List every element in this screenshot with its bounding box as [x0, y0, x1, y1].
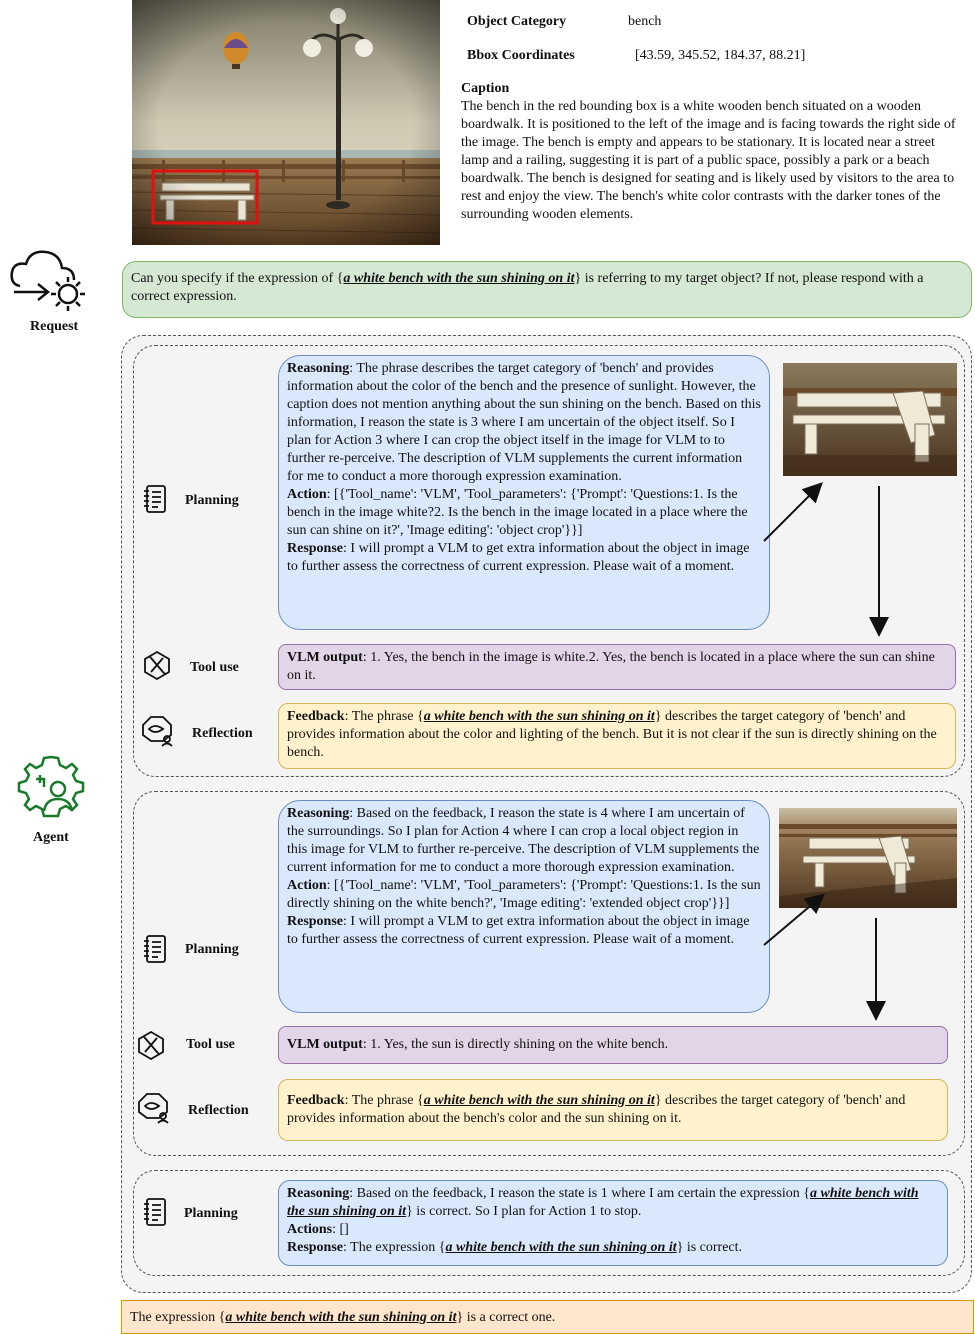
round-1-reflection-label: Reflection [192, 726, 253, 741]
round-1-action: : [{'Tool_name': 'VLM', 'Tool_parameters… [287, 487, 748, 538]
round-1-reasoning-key: Reasoning [287, 361, 350, 376]
round-2-tool-box: VLM output: 1. Yes, the sun is directly … [278, 1026, 948, 1064]
round-1-reasoning: : The phrase describes the target catego… [287, 361, 761, 484]
round-2-reflection-label: Reflection [188, 1103, 249, 1118]
round-2-tool-label: Tool use [186, 1037, 235, 1052]
object-category-label: Object Category [467, 14, 567, 29]
tools-icon [143, 650, 171, 681]
round-1-response-key: Response [287, 541, 344, 556]
round-2-feedback-key: Feedback [287, 1093, 345, 1108]
round-3-actions: : [] [332, 1222, 349, 1237]
round-1-planning-box: Reasoning: The phrase describes the targ… [278, 355, 770, 630]
round-2-response-key: Response [287, 914, 344, 929]
round-1-planning-label: Planning [185, 493, 239, 508]
request-icon [6, 244, 100, 314]
round-2-planning-box: Reasoning: Based on the feedback, I reas… [278, 800, 770, 1013]
round-1-feedback-key: Feedback [287, 709, 345, 724]
agent-icon [14, 753, 88, 825]
round-1-reflection-box: Feedback: The phrase {a white bench with… [278, 703, 956, 769]
request-box: Can you specify if the expression of {a … [122, 261, 972, 318]
request-text-after: } is referring to my target object? If n… [131, 271, 924, 304]
final-answer-box: The expression {a white bench with the s… [121, 1300, 974, 1334]
scene-photo [132, 0, 440, 245]
round-1-feedback-expr: a white bench with the sun shining on it [423, 709, 655, 724]
round-3-response-expr: a white bench with the sun shining on it [445, 1240, 677, 1255]
round-2-feedback-before: : The phrase { [344, 1093, 424, 1108]
reflection-icon [141, 715, 175, 747]
round-3-response-after: } is correct. [676, 1240, 743, 1255]
caption-label: Caption [461, 81, 510, 96]
bbox-value: [43.59, 345.52, 184.37, 88.21] [635, 48, 806, 63]
request-label: Request [30, 319, 79, 334]
round-2-reasoning-key: Reasoning [287, 806, 350, 821]
reflection-icon [137, 1092, 171, 1124]
tools-icon [137, 1030, 165, 1061]
round-2-vlm-key: VLM output [287, 1037, 363, 1052]
round-3-reasoning-expr: a white bench with the sun shining on it [287, 1186, 919, 1219]
notebook-icon [142, 934, 168, 964]
round-1-tool-label: Tool use [190, 660, 239, 675]
round-3-response-before: : The expression { [343, 1240, 446, 1255]
final-expression: a white bench with the sun shining on it [225, 1310, 457, 1325]
round-3-reasoning-after: } is correct. So I plan for Action 1 to … [406, 1204, 642, 1219]
round-1-vlm-key: VLM output [287, 650, 363, 665]
request-text-before: Can you specify if the expression of { [131, 271, 344, 286]
round-2-reasoning: : Based on the feedback, I reason the st… [287, 806, 760, 875]
round-3-planning-box: Reasoning: Based on the feedback, I reas… [278, 1180, 948, 1266]
round-3-response-key: Response [287, 1240, 344, 1255]
round-2-feedback-expr: a white bench with the sun shining on it [423, 1093, 655, 1108]
round-2-planning-label: Planning [185, 942, 239, 957]
object-category-value: bench [628, 14, 662, 29]
final-text-after: } is a correct one. [456, 1310, 556, 1325]
round-3-actions-key: Actions [287, 1222, 333, 1237]
round-2-action-key: Action [287, 878, 327, 893]
round-1-vlm: : 1. Yes, the bench in the image is whit… [287, 650, 935, 683]
round-2-crop-photo [779, 808, 957, 908]
round-1-crop-arrow [763, 482, 823, 542]
round-1-crop-photo [783, 363, 957, 476]
round-1-action-key: Action [287, 487, 327, 502]
final-text-before: The expression { [130, 1310, 226, 1325]
round-2-reflection-box: Feedback: The phrase {a white bench with… [278, 1079, 948, 1141]
round-2-feedback-after: } describes the target category of 'benc… [287, 1093, 906, 1126]
notebook-icon [142, 484, 168, 514]
bbox-label: Bbox Coordinates [467, 48, 575, 63]
round-3-reasoning-before: : Based on the feedback, I reason the st… [349, 1186, 811, 1201]
round-1-tool-box: VLM output: 1. Yes, the bench in the ima… [278, 644, 956, 690]
caption-text: The bench in the red bounding box is a w… [461, 99, 956, 222]
round-2-response: : I will prompt a VLM to get extra infor… [287, 914, 750, 947]
round-1-feedback-after: } describes the target category of 'benc… [287, 709, 937, 760]
bbox-highlight [151, 169, 259, 225]
agent-label: Agent [33, 830, 69, 845]
round-2-vlm: : 1. Yes, the sun is directly shining on… [362, 1037, 669, 1052]
round-3-reasoning-key: Reasoning [287, 1186, 350, 1201]
round-1-feedback-before: : The phrase { [344, 709, 424, 724]
notebook-icon [142, 1197, 168, 1227]
round-2-crop-arrow [763, 893, 826, 946]
request-expression: a white bench with the sun shining on it [343, 271, 575, 286]
round-3-planning-label: Planning [184, 1206, 238, 1221]
round-2-action: : [{'Tool_name': 'VLM', 'Tool_parameters… [287, 878, 761, 911]
round-1-response: : I will prompt a VLM to get extra infor… [287, 541, 750, 574]
